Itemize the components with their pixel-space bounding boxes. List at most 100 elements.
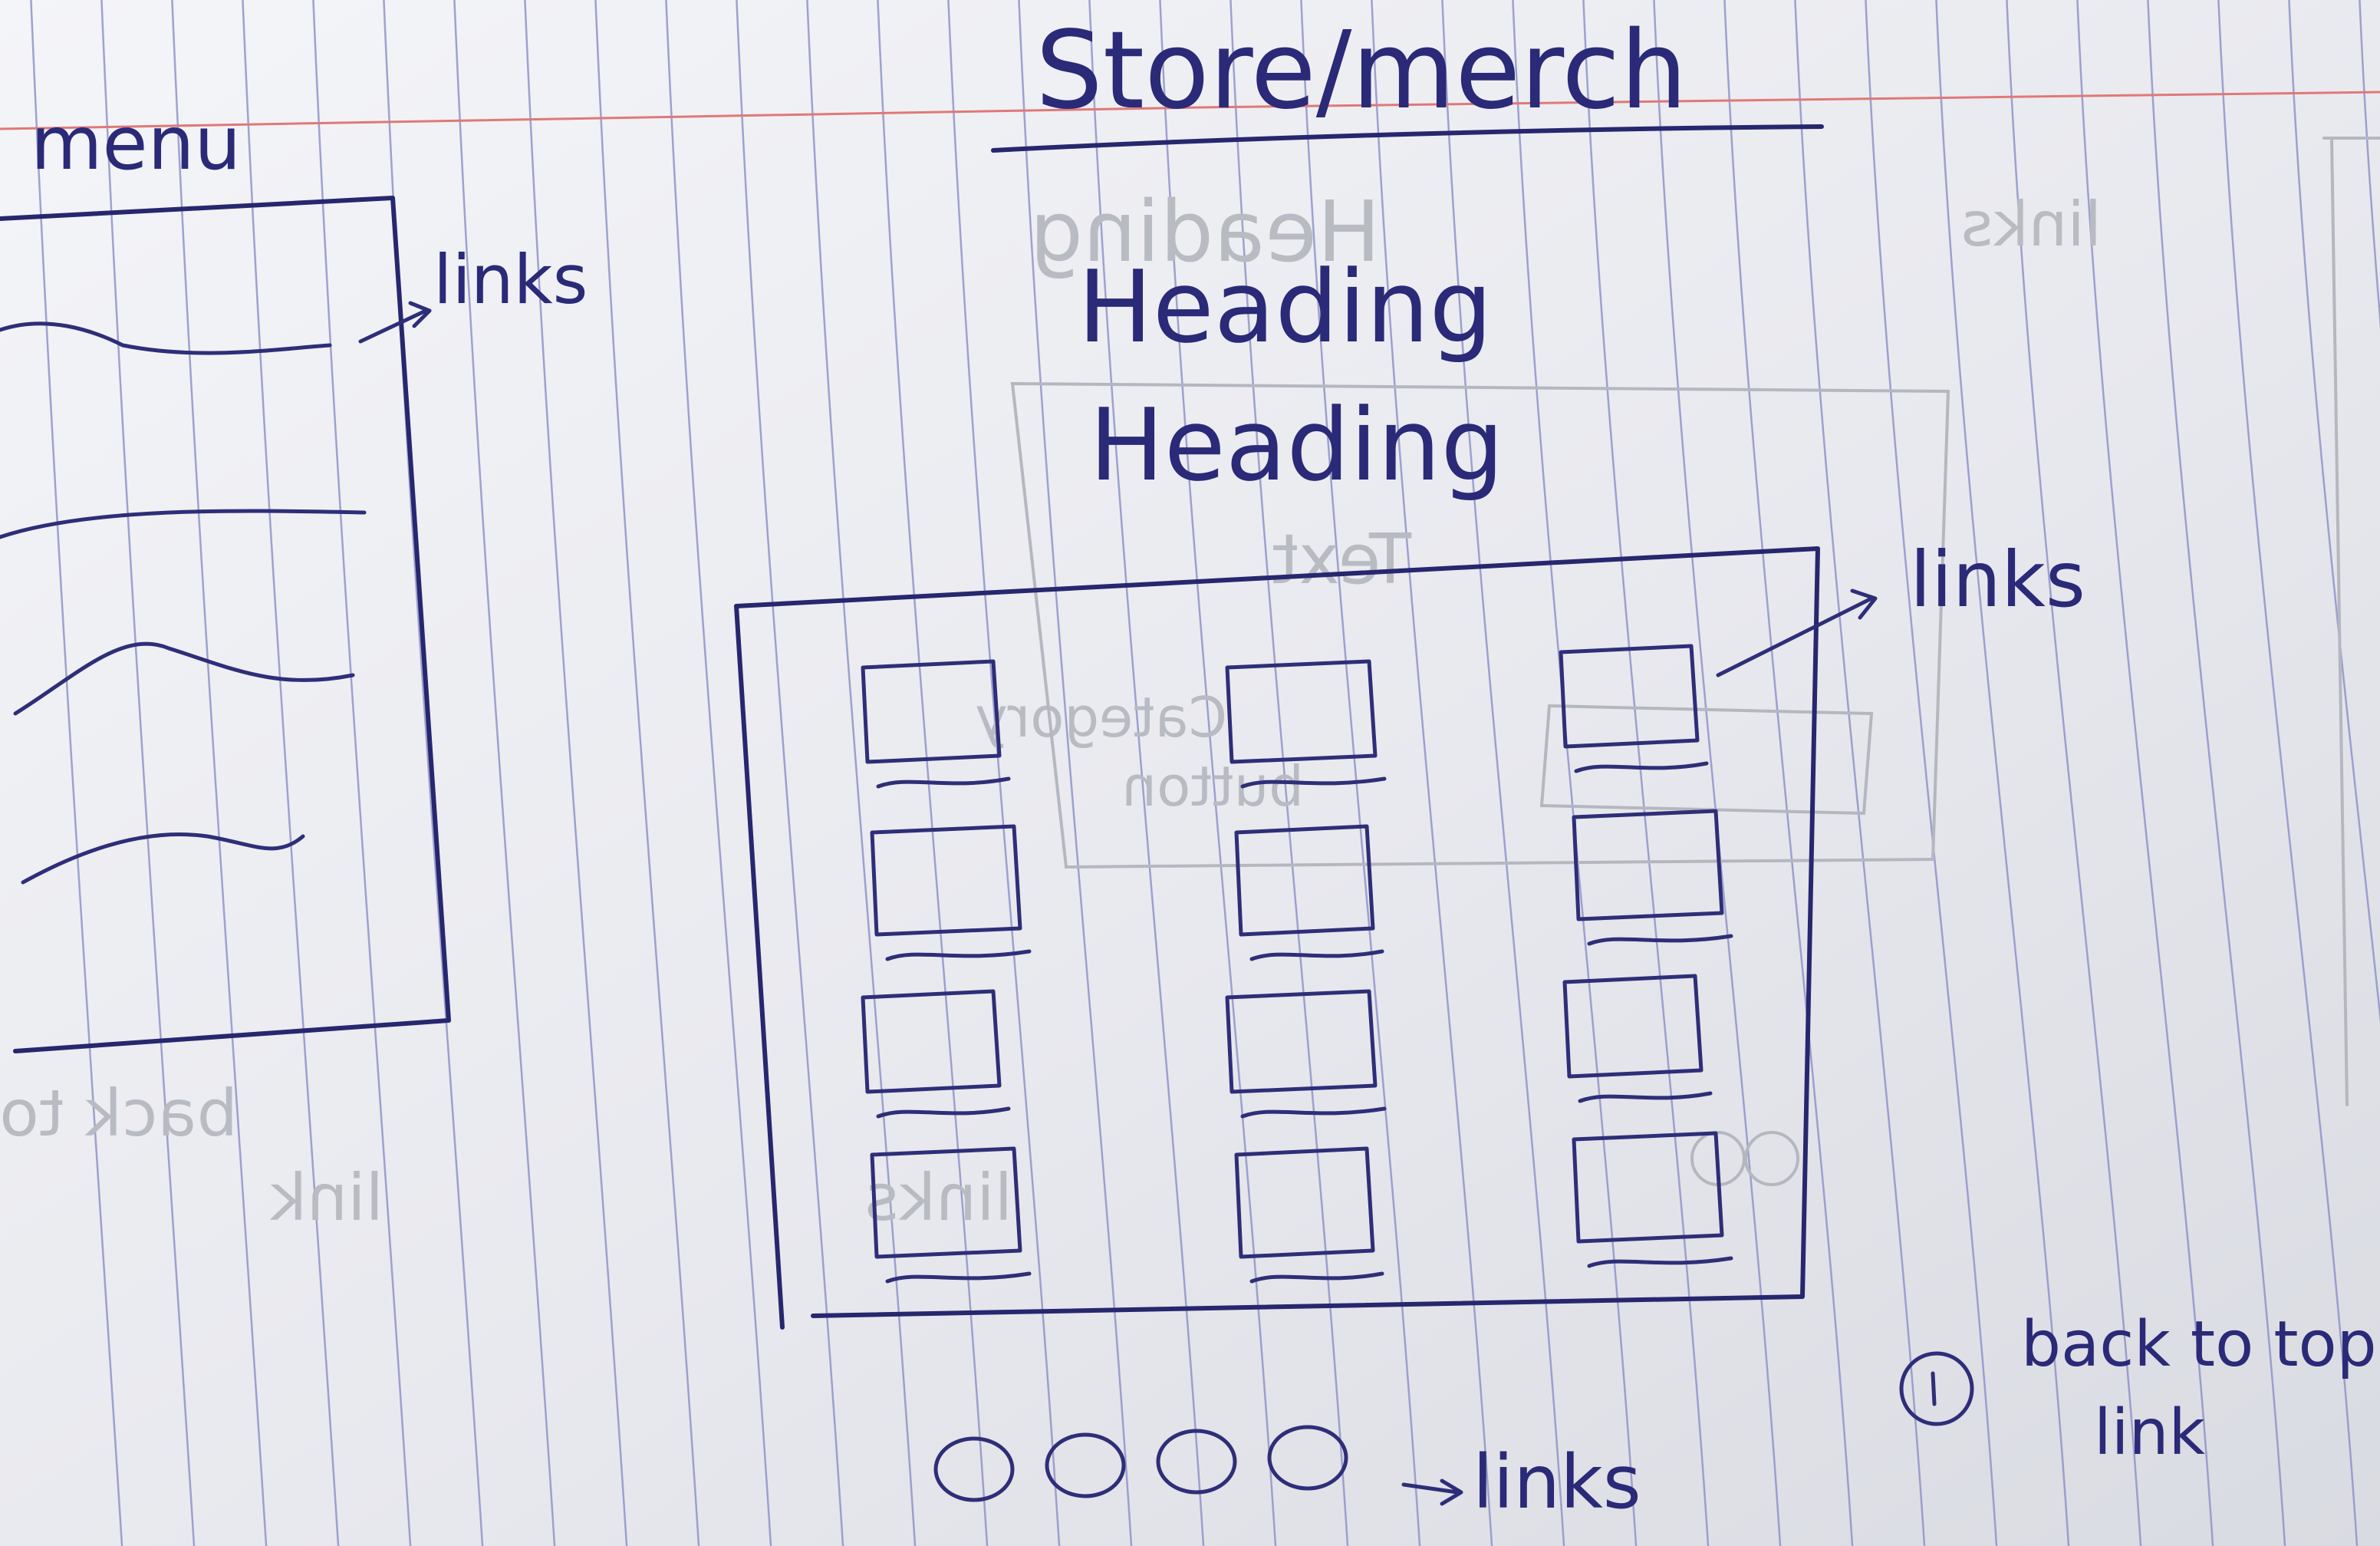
grid-links-arrow xyxy=(1716,588,1878,677)
product-caption-line xyxy=(1249,1271,1384,1284)
ghost-link: link xyxy=(269,1160,383,1235)
pagination-links-label: links xyxy=(1473,1439,1641,1525)
rule-line xyxy=(1371,0,1493,1546)
ghost-button: button xyxy=(1122,754,1304,819)
product-caption-line xyxy=(1578,1091,1713,1103)
product-caption-line xyxy=(1587,934,1733,946)
title-underline xyxy=(991,124,1824,153)
notebook-rule-lines xyxy=(30,0,2380,1546)
pagination-dot[interactable] xyxy=(1267,1425,1348,1491)
rule-line xyxy=(1300,0,1421,1546)
product-caption-line xyxy=(876,776,1011,789)
product-caption-line xyxy=(885,1271,1032,1284)
rule-line xyxy=(242,0,340,1546)
menu-links-arrow xyxy=(358,301,432,344)
pagination-dot[interactable] xyxy=(1045,1432,1126,1498)
rule-line xyxy=(171,0,268,1546)
ghost-back-to-top: back to top xyxy=(0,1076,238,1151)
rule-line xyxy=(2217,0,2359,1546)
rule-line xyxy=(1512,0,1638,1546)
product-thumbnail xyxy=(1234,824,1375,937)
product-thumbnail xyxy=(1234,1146,1375,1259)
rule-line xyxy=(665,0,772,1546)
back-to-top-icon-mark xyxy=(1931,1371,1937,1406)
product-caption-line xyxy=(1240,1106,1387,1119)
ghost-box xyxy=(1010,381,1950,869)
margin-red-line xyxy=(0,91,2380,130)
product-caption-line xyxy=(1240,776,1387,789)
menu-label: menu xyxy=(31,101,241,186)
product-caption-line xyxy=(1587,1256,1733,1268)
product-grid-container xyxy=(734,546,1820,1318)
rule-line xyxy=(100,0,196,1546)
product-thumbnail xyxy=(870,1146,1022,1259)
rule-line xyxy=(1018,0,1133,1546)
menu-panel xyxy=(0,196,451,1053)
ghost-links: links xyxy=(1961,189,2102,260)
grid-links-label: links xyxy=(1910,535,2085,625)
rule-line xyxy=(1794,0,1926,1546)
ghost-heading: Heading xyxy=(1029,183,1381,281)
menu-link-line xyxy=(21,832,305,885)
rule-line xyxy=(2076,0,2214,1546)
ghost-right-box xyxy=(2322,137,2380,1106)
product-caption-line xyxy=(1249,949,1384,961)
rule-line xyxy=(947,0,1061,1546)
menu-link-line xyxy=(0,509,367,539)
page-title: Store/merch xyxy=(1035,8,1687,134)
rule-line xyxy=(1653,0,1782,1546)
product-thumbnail xyxy=(1225,989,1378,1094)
rule-line xyxy=(1230,0,1349,1546)
pagination xyxy=(933,1425,1348,1502)
back-to-top-line1: back to top xyxy=(2021,1308,2377,1381)
rule-line xyxy=(30,0,123,1546)
rule-line xyxy=(594,0,700,1546)
product-thumbnail xyxy=(861,659,1002,764)
rule-line xyxy=(736,0,844,1546)
menu-links-label: links xyxy=(433,240,588,319)
product-thumbnail xyxy=(1572,809,1724,921)
product-thumbnail xyxy=(1559,644,1700,749)
rule-line xyxy=(2359,0,2380,329)
rule-line xyxy=(1865,0,1998,1546)
bleed-through: links Heading Text Category button back … xyxy=(0,137,2380,1235)
ghost-links-2: links xyxy=(865,1160,1012,1235)
ghost-text: Text xyxy=(1272,519,1412,600)
product-thumbnail xyxy=(870,824,1022,937)
rule-line xyxy=(806,0,917,1546)
rule-line xyxy=(1088,0,1205,1546)
product-grid-left-edge xyxy=(734,604,785,1330)
heading-1: Heading xyxy=(1078,249,1493,365)
rule-line xyxy=(524,0,628,1546)
product-thumbnail xyxy=(861,989,1002,1094)
rule-line xyxy=(1159,0,1277,1546)
menu-link-line xyxy=(13,641,355,716)
rule-line xyxy=(1935,0,2070,1546)
pagination-dot[interactable] xyxy=(933,1436,1015,1502)
rule-line xyxy=(2147,0,2286,1546)
rule-line xyxy=(877,0,989,1546)
rule-line xyxy=(453,0,556,1546)
product-thumbnail xyxy=(1225,659,1378,764)
product-thumbnail xyxy=(1572,1131,1724,1244)
ghost-button-box xyxy=(1539,704,1874,816)
product-caption-line xyxy=(876,1106,1011,1119)
heading-2: Heading xyxy=(1089,387,1504,503)
product-caption-line xyxy=(1574,761,1709,773)
product-caption-line xyxy=(885,949,1032,961)
rule-line xyxy=(1582,0,1710,1546)
pagination-arrow xyxy=(1401,1478,1463,1506)
rule-line xyxy=(312,0,412,1546)
ghost-dot xyxy=(1744,1131,1799,1186)
rule-line xyxy=(1723,0,1854,1546)
product-grid xyxy=(861,644,1733,1284)
rule-line xyxy=(2288,0,2380,1024)
pagination-dot[interactable] xyxy=(1156,1429,1237,1495)
rule-line xyxy=(2006,0,2142,1546)
back-to-top-line2: link xyxy=(2094,1396,2206,1469)
rule-line xyxy=(1441,0,1565,1546)
back-to-top-circle-icon xyxy=(1899,1351,1974,1426)
ghost-category: Category xyxy=(975,685,1227,750)
